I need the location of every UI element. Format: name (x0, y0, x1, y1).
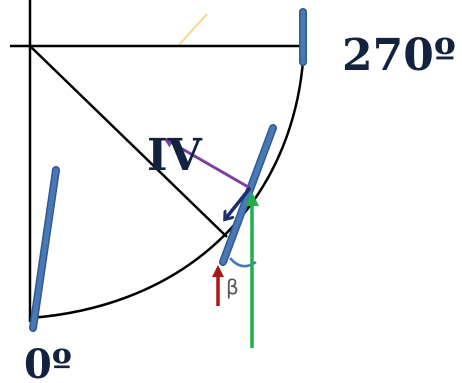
label-beta: β (226, 275, 239, 299)
label-0-degrees: 0º (24, 341, 72, 383)
bar-left-fill (30, 167, 59, 331)
label-270-degrees: 270º (342, 30, 456, 81)
label-quadrant-iv: IV (147, 130, 203, 181)
faint-guide-line (177, 13, 208, 47)
bar-tangent-fill (220, 125, 276, 265)
diagonal-radius-line (29, 45, 228, 238)
quadrant-arc (29, 45, 306, 320)
purple-arrow (163, 137, 251, 190)
